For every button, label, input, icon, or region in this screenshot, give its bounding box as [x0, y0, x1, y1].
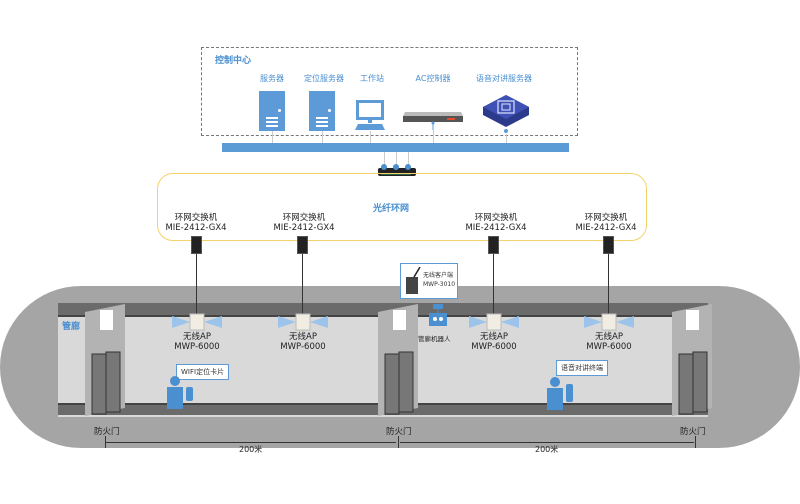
ap-model: MWP-6000 — [174, 342, 220, 352]
connector-line — [196, 254, 197, 314]
ring-switch-name: 环网交换机 — [282, 213, 326, 223]
wifi-card-callout: WIFI定位卡片 — [176, 364, 230, 380]
dimension-line — [400, 442, 694, 443]
ap-name: 无线AP — [289, 332, 317, 342]
ap-model: MWP-6000 — [280, 342, 326, 352]
wireless-ap-icon — [469, 313, 519, 331]
wireless-ap-icon — [172, 313, 222, 331]
robot-label: 管廊机器人 — [418, 335, 451, 343]
ring-switch-icon — [191, 236, 202, 254]
ap-label: 无线AP MWP-6000 — [268, 330, 338, 352]
connector-line — [370, 131, 371, 143]
positioning-server-icon — [309, 91, 335, 131]
ap-model: MWP-6000 — [586, 342, 632, 352]
wireless-client-icon — [406, 267, 421, 294]
ring-switch-model: MIE-2412-GX4 — [165, 223, 227, 233]
connector-line — [493, 254, 494, 314]
distance-label: 200米 — [535, 445, 559, 454]
fire-door-label: 防火门 — [94, 427, 120, 437]
tunnel-label: 管廊 — [62, 322, 81, 332]
ap-model: MWP-6000 — [471, 342, 517, 352]
workstation-icon — [355, 100, 385, 130]
fire-door-label: 防火门 — [386, 427, 412, 437]
ring-switch-name: 环网交换机 — [474, 213, 518, 223]
connector-line — [302, 254, 303, 314]
server-label: 服务器 — [260, 74, 284, 83]
fiber-ring — [157, 173, 647, 241]
ring-switch-label: 环网交换机 MIE-2412-GX4 — [458, 211, 534, 233]
connector-line — [272, 131, 273, 143]
network-bus — [222, 143, 569, 152]
connector-line — [408, 152, 409, 166]
ring-switch-icon — [488, 236, 499, 254]
ring-switch-model: MIE-2412-GX4 — [273, 223, 335, 233]
fiber-ring-label: 光纤环网 — [373, 204, 410, 214]
ring-switch-label: 环网交换机 MIE-2412-GX4 — [266, 211, 342, 233]
control-center-title: 控制中心 — [215, 56, 252, 66]
robot-icon — [429, 304, 447, 326]
wireless-ap-icon — [278, 313, 328, 331]
server-icon — [259, 91, 285, 131]
fire-door-wall — [378, 304, 418, 416]
intercom-callout: 语音对讲终端 — [556, 360, 608, 376]
ring-switch-label: 环网交换机 MIE-2412-GX4 — [568, 211, 644, 233]
pbx-server-icon — [483, 95, 529, 133]
wireless-client-name: 无线客户端 — [423, 272, 454, 279]
person-with-wifi-card-icon — [167, 376, 193, 409]
ap-label: 无线AP MWP-6000 — [162, 330, 232, 352]
ap-label: 无线AP MWP-6000 — [574, 330, 644, 352]
control-center-box — [201, 47, 578, 136]
ap-name: 无线AP — [595, 332, 623, 342]
dimension-tick — [398, 436, 399, 448]
distance-label: 200米 — [239, 445, 263, 454]
wireless-client-model: MWP-3010 — [423, 281, 456, 288]
positioning-server-label: 定位服务器 — [304, 74, 344, 83]
workstation-label: 工作站 — [360, 74, 384, 83]
ring-switch-icon — [297, 236, 308, 254]
ac-controller-icon — [403, 112, 463, 130]
dimension-tick — [105, 436, 106, 448]
connector-line — [433, 130, 434, 143]
connector-line — [384, 152, 385, 166]
wireless-client-callout: 无线客户端 MWP-3010 — [400, 263, 458, 299]
intercom-server-label: 语音对讲服务器 — [476, 74, 532, 83]
fire-door-wall — [672, 304, 712, 416]
fire-door-wall — [85, 304, 125, 416]
ring-switch-icon — [603, 236, 614, 254]
connector-line — [608, 254, 609, 314]
ring-switch-model: MIE-2412-GX4 — [575, 223, 637, 233]
dimension-line — [106, 442, 396, 443]
ap-name: 无线AP — [183, 332, 211, 342]
ap-name: 无线AP — [480, 332, 508, 342]
dimension-tick — [695, 436, 696, 448]
ring-switch-label: 环网交换机 MIE-2412-GX4 — [158, 211, 234, 233]
person-with-intercom-icon — [547, 377, 573, 410]
ac-controller-label: AC控制器 — [415, 74, 451, 83]
ap-label: 无线AP MWP-6000 — [459, 330, 529, 352]
connector-line — [396, 152, 397, 166]
connector-line — [506, 134, 507, 143]
connector-line — [322, 131, 323, 143]
ring-switch-name: 环网交换机 — [584, 213, 628, 223]
fire-door-label: 防火门 — [680, 427, 706, 437]
wireless-ap-icon — [584, 313, 634, 331]
ring-switch-model: MIE-2412-GX4 — [465, 223, 527, 233]
ring-switch-name: 环网交换机 — [174, 213, 218, 223]
